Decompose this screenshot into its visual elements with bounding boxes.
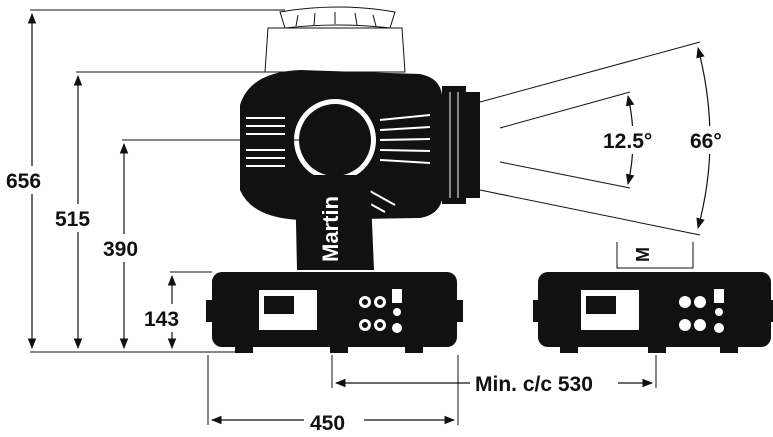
moving-head-fixture-left: Martin	[206, 6, 480, 353]
dim-head-height: 515	[55, 208, 90, 231]
dim-base-width: 450	[310, 412, 345, 435]
base-unit	[206, 272, 463, 353]
lcd-screen	[264, 296, 294, 314]
beam-angle-wide: 66°	[690, 130, 722, 153]
dim-spacing: Min. c/c 530	[475, 373, 593, 396]
yoke-arm: Martin	[295, 175, 374, 270]
moving-head-fixture-right: M	[533, 242, 773, 353]
brand-logo: Martin	[318, 196, 343, 262]
beam-angle-narrow: 12.5°	[603, 130, 652, 153]
dim-base-height: 143	[144, 308, 179, 331]
dim-pivot-height: 390	[103, 238, 138, 261]
dmx-connectors	[359, 296, 386, 331]
svg-text:M: M	[633, 247, 653, 262]
power-switch	[392, 289, 402, 303]
dim-total-height: 656	[6, 170, 41, 193]
head-body	[240, 70, 480, 220]
lamp-cap	[264, 6, 406, 73]
